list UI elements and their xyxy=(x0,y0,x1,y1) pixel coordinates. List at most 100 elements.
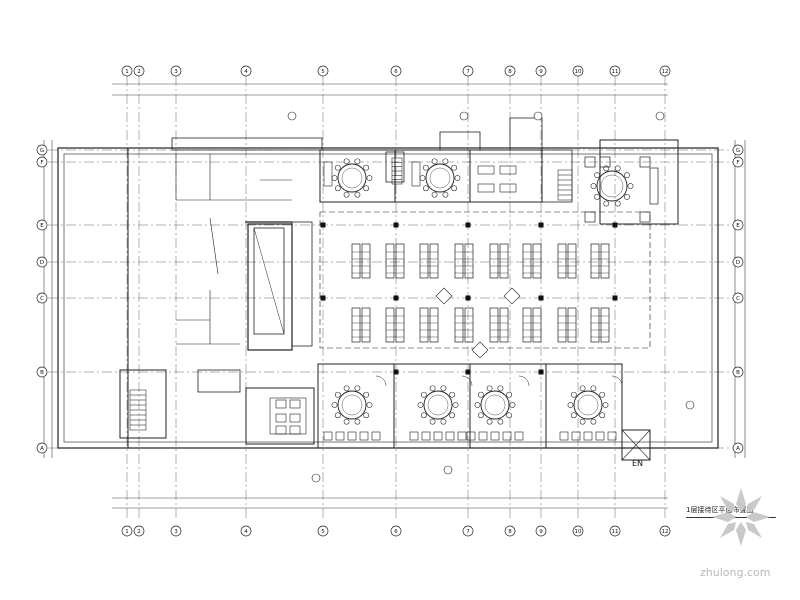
desk-left xyxy=(557,307,567,343)
vip-banquet-table xyxy=(590,165,634,207)
banquet-table xyxy=(419,158,461,198)
chair xyxy=(442,191,449,198)
sideboard xyxy=(323,161,333,187)
chair xyxy=(497,385,504,392)
chair xyxy=(567,402,574,408)
chair xyxy=(486,418,493,425)
chair xyxy=(579,418,586,425)
desk-right xyxy=(600,243,610,279)
conference-table-group xyxy=(590,307,610,343)
chair xyxy=(363,185,370,192)
desk-right xyxy=(361,307,371,343)
axis-bubble-top xyxy=(504,65,516,77)
sofa-seat xyxy=(571,431,581,441)
banquet-rooms-top xyxy=(275,156,659,435)
axis-bubble-top xyxy=(317,65,329,77)
axis-bubble-right-label: D xyxy=(736,260,740,266)
conference-table-group xyxy=(454,307,474,343)
door-swing xyxy=(461,375,473,387)
sofa-seat xyxy=(607,431,617,441)
round-table-top xyxy=(425,163,455,193)
sofa-seat xyxy=(559,431,569,441)
axis-bubble-bottom-label: 7 xyxy=(466,529,470,535)
column xyxy=(465,295,471,301)
lazy-susan xyxy=(341,167,363,189)
round-table-top xyxy=(480,390,510,420)
lazy-susan xyxy=(577,394,599,416)
axis-bubble-bottom xyxy=(609,525,621,537)
axis-bubble-bottom-label: 5 xyxy=(321,529,325,535)
lazy-susan xyxy=(429,167,451,189)
desk-right xyxy=(499,243,509,279)
sofa-seat xyxy=(583,431,593,441)
sofa-seat xyxy=(359,431,369,441)
chair xyxy=(602,402,609,408)
axis-bubble-top-label: 6 xyxy=(394,69,398,75)
chair xyxy=(590,183,597,189)
callout-bubble xyxy=(655,111,665,121)
chair xyxy=(354,158,361,165)
desk-left xyxy=(385,307,395,343)
door-swing xyxy=(518,375,530,387)
sofa-seat xyxy=(323,431,333,441)
column xyxy=(393,369,399,375)
wc-fixture xyxy=(289,413,301,423)
round-table-top xyxy=(423,390,453,420)
axis-bubble-top-label: 9 xyxy=(539,69,543,75)
desk-right xyxy=(600,307,610,343)
axis-bubble-top xyxy=(170,65,182,77)
callout-bubble xyxy=(685,400,695,410)
axis-bubble-top-label: 10 xyxy=(575,69,582,75)
chair xyxy=(614,200,621,207)
sofa-seat xyxy=(490,431,500,441)
callout-bubble xyxy=(287,111,297,121)
axis-bubble-left-label: F xyxy=(40,160,43,166)
conference-tables xyxy=(351,243,610,343)
vip-room-table xyxy=(331,385,373,425)
chair xyxy=(614,165,621,172)
sofa-seat xyxy=(433,431,443,441)
chair xyxy=(442,158,449,165)
column xyxy=(538,369,544,375)
room-tags xyxy=(287,111,695,483)
axis-bubble-bottom xyxy=(462,525,474,537)
wc-fixture xyxy=(477,183,495,193)
chair xyxy=(419,175,426,181)
sofa-seat xyxy=(347,431,357,441)
chair xyxy=(354,385,361,392)
lazy-susan xyxy=(600,174,624,198)
desk-right xyxy=(464,307,474,343)
door-swing xyxy=(375,375,387,387)
chair xyxy=(431,191,438,198)
wc-fixture xyxy=(275,399,287,409)
conference-table-group xyxy=(419,243,439,279)
side-cabinet xyxy=(649,167,659,205)
banquet-table xyxy=(331,158,373,198)
axis-bubble-bottom xyxy=(572,525,584,537)
chair xyxy=(624,193,630,200)
column xyxy=(538,295,544,301)
chair xyxy=(452,402,459,408)
desk-left xyxy=(351,243,361,279)
chair xyxy=(497,418,504,425)
axis-bubble-bottom-label: 9 xyxy=(539,529,543,535)
desk-left xyxy=(385,243,395,279)
desk-left xyxy=(419,307,429,343)
axis-bubble-bottom-label: 11 xyxy=(612,529,619,535)
door-swing xyxy=(611,375,623,387)
chair xyxy=(343,418,350,425)
desk-left xyxy=(590,243,600,279)
axis-bubble-bottom xyxy=(390,525,402,537)
desk-left xyxy=(454,307,464,343)
chair xyxy=(627,183,634,189)
axis-bubble-bottom-label: 3 xyxy=(174,529,178,535)
stair-runs xyxy=(129,157,573,431)
axis-bubble-right xyxy=(732,366,744,378)
desk-right xyxy=(567,307,577,343)
desk-left xyxy=(522,307,532,343)
chair xyxy=(449,391,456,398)
axis-bubble-right xyxy=(732,292,744,304)
sofa-seat xyxy=(595,431,605,441)
conference-table-group xyxy=(351,243,371,279)
